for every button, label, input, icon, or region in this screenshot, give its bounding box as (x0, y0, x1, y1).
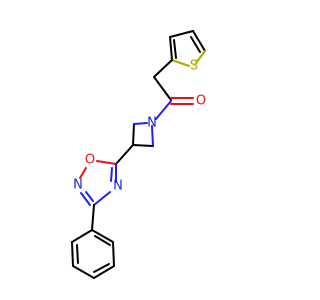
bond-oxadiazole-n2-c3 (80, 192, 91, 206)
bond-thiophene-s-c2 (171, 59, 190, 67)
bond-phenyl-1-2-double (94, 235, 111, 246)
bond-thiophene-ch2 (153, 59, 173, 78)
bond-phenyl-2-3 (112, 241, 115, 267)
bond-azetidine-ch2-right-ch (132, 144, 154, 147)
bond-thiophene-c4-c5-double (190, 36, 201, 53)
bond-thiophene-c2-c3-double (173, 39, 177, 59)
bond-ch2-carbonyl (153, 76, 172, 101)
bond-phenyl-3-4 (93, 265, 115, 279)
atom-label-oxadiazole-n4: N (113, 179, 123, 194)
bond-phenyl-5-6 (71, 241, 74, 267)
bond-azetidine-ch-ch2-left (132, 123, 135, 146)
bond-phenyl-4-5 (72, 265, 95, 279)
bond-phenyl-1-2 (91, 229, 114, 243)
bond-oxadiazole-c5-o1 (96, 160, 117, 165)
bond-azetidine-n-ch2-right (151, 125, 154, 147)
atom-label-oxadiazole-oxygen: O (85, 153, 95, 168)
atom-label-oxadiazole-n2: N (73, 178, 83, 193)
bonds (71, 30, 206, 279)
bond-thiophene-c2-c3 (169, 36, 173, 61)
bond-oxadiazole-phenyl (91, 204, 95, 231)
bond-azetidine-oxadiazole (115, 144, 134, 165)
bond-thiophene-c5-s (195, 50, 206, 64)
bond-thiophene-c4-c5 (192, 30, 206, 52)
bond-oxadiazole-c3-n4 (93, 191, 111, 206)
bond-phenyl-6-1 (71, 229, 93, 243)
bond-oxadiazole-n4-c5-double (110, 167, 113, 182)
bond-thiophene-c3-c4 (169, 30, 194, 38)
bond-phenyl-3-4-double (93, 263, 110, 273)
bond-azetidine-ch2-left-n (133, 122, 148, 125)
bond-oxadiazole-o1-n2 (79, 167, 87, 179)
atom-label-carbonyl-oxygen: O (196, 94, 206, 109)
atom-labels: S O N O N N (73, 59, 206, 194)
bond-phenyl-5-6-double (76, 244, 79, 264)
bond-oxadiazole-n2-c3-double (85, 191, 94, 202)
atom-label-thiophene-sulfur: S (190, 59, 198, 74)
molecule-structure: S O N O N N (71, 30, 206, 279)
bond-carbonyl-nitrogen (155, 100, 172, 120)
atom-label-azetidine-nitrogen: N (147, 116, 157, 131)
